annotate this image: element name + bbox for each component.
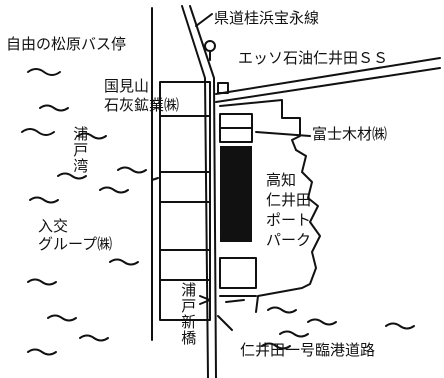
irifumi-label-line2: グループ㈱: [38, 235, 113, 253]
leader-lines: [195, 13, 311, 331]
kunimiyama-label-line2: 石灰鉱業㈱: [104, 96, 180, 114]
main-road: [181, 5, 217, 378]
gas-station-road: [215, 57, 441, 103]
east-landfill: [219, 99, 321, 313]
water-waves: [21, 68, 415, 356]
route-label: 県道桂浜宝永線: [214, 9, 320, 27]
bridge-label: 浦戸新橋: [179, 282, 198, 346]
kunimiyama-label-line1: 国見山: [104, 77, 150, 95]
bus-stop-marker: [204, 40, 216, 61]
irifumi-label-line1: 入交: [38, 217, 69, 235]
bay-label: 浦戸湾: [71, 126, 90, 174]
fuji-label: 富士木材㈱: [312, 125, 388, 143]
bus-stop-label: 自由の松原バス停: [6, 35, 127, 53]
gas-station-label: エッソ石油仁井田ＳＳ: [238, 49, 389, 67]
west-landfill: [151, 7, 211, 341]
port-park-label-line2: 仁井田: [266, 191, 312, 209]
port-park-label-line1: 高知: [266, 171, 297, 189]
port-road-label: 仁井田一号臨港道路: [240, 341, 376, 359]
port-park-label-line4: パーク: [266, 231, 312, 249]
port-park-building: [220, 146, 252, 242]
port-park-label-line3: ポート: [266, 211, 312, 229]
